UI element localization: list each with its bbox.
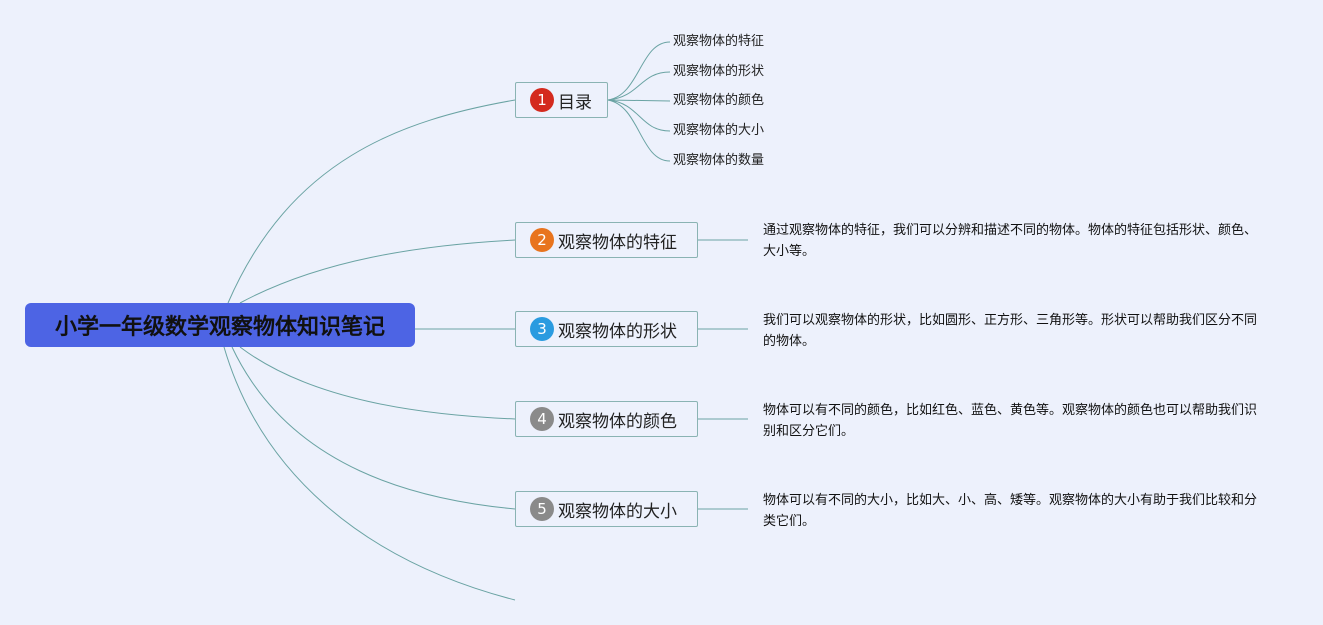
connector-root-branch-5 [231, 346, 516, 510]
branch-label: 观察物体的颜色 [558, 411, 677, 432]
connector-root-branch-6 [223, 346, 516, 601]
branch-label: 观察物体的大小 [558, 501, 677, 522]
priority-1-icon: 1 [530, 88, 554, 112]
priority-5-icon: 5 [530, 497, 554, 521]
connector-root-branch-2 [239, 239, 516, 304]
root-title: 小学一年级数学观察物体知识笔记 [54, 315, 385, 340]
note-color[interactable]: 物体可以有不同的颜色，比如红色、蓝色、黄色等。观察物体的颜色也可以帮助我们识别和… [763, 403, 1258, 439]
toc-item[interactable]: 观察物体的形状 [673, 64, 765, 79]
priority-2-icon: 2 [530, 228, 554, 252]
branch-features[interactable]: 2 观察物体的特征 [515, 222, 698, 258]
note-shape[interactable]: 我们可以观察物体的形状，比如圆形、正方形、三角形等。形状可以帮助我们区分不同的物… [763, 313, 1258, 349]
branch-toc[interactable]: 1 目录 [515, 82, 608, 118]
branch-label: 观察物体的形状 [558, 321, 677, 342]
connector-toc-1 [607, 41, 671, 101]
note-size[interactable]: 物体可以有不同的大小，比如大、小、高、矮等。观察物体的大小有助于我们比较和分类它… [763, 493, 1258, 529]
toc-item[interactable]: 观察物体的特征 [673, 34, 765, 49]
branch-size[interactable]: 5 观察物体的大小 [515, 491, 698, 527]
priority-4-icon: 4 [530, 407, 554, 431]
branch-color[interactable]: 4 观察物体的颜色 [515, 401, 698, 437]
connector-root-branch-4 [239, 346, 516, 420]
root-topic[interactable]: 小学一年级数学观察物体知识笔记 [25, 303, 415, 347]
toc-item[interactable]: 观察物体的数量 [673, 153, 765, 168]
toc-item[interactable]: 观察物体的颜色 [673, 93, 765, 108]
connector-toc-4 [607, 99, 671, 132]
connector-toc-2 [607, 71, 671, 101]
branch-label: 目录 [558, 92, 592, 113]
branch-shape[interactable]: 3 观察物体的形状 [515, 311, 698, 347]
branch-label: 观察物体的特征 [558, 232, 677, 253]
note-features[interactable]: 通过观察物体的特征，我们可以分辨和描述不同的物体。物体的特征包括形状、颜色、大小… [763, 223, 1258, 259]
toc-item[interactable]: 观察物体的大小 [673, 123, 765, 138]
connector-root-branch-1 [227, 99, 516, 304]
connector-toc-5 [607, 99, 671, 162]
priority-3-icon: 3 [530, 317, 554, 341]
connector-toc-3 [607, 99, 671, 102]
